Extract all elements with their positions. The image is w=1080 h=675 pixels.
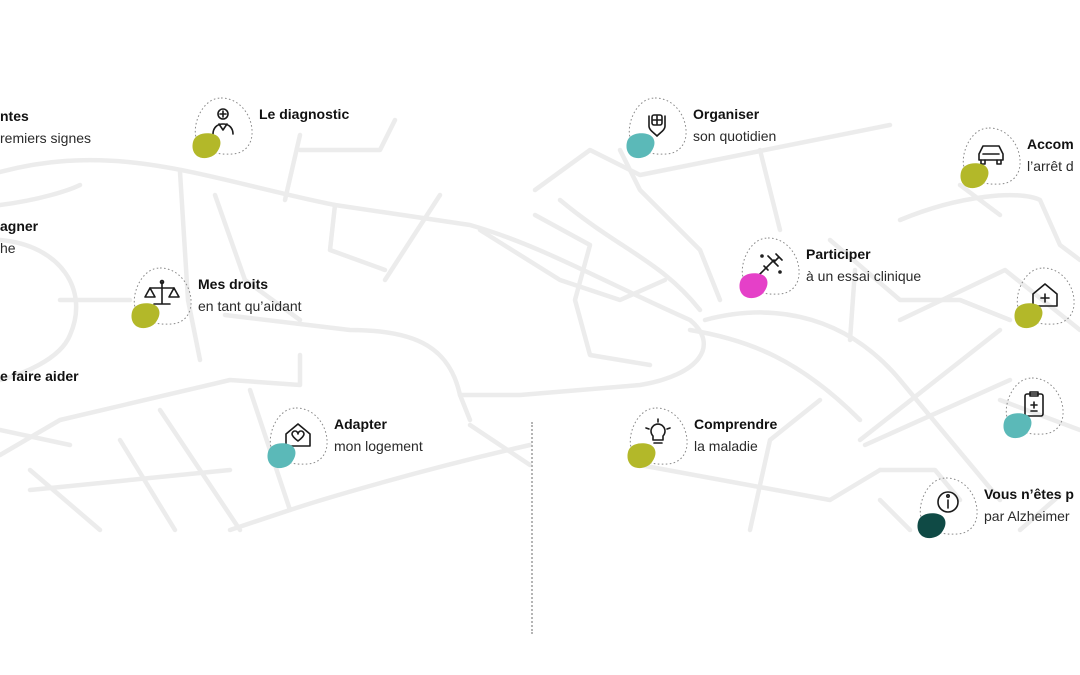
item-label[interactable]: Comprendre la maladie xyxy=(694,415,777,455)
item-not-alzheimer[interactable]: Vous n’êtes p par Alzheimer xyxy=(916,476,1074,539)
syringe-icon xyxy=(759,253,783,275)
item-label[interactable]: ntes remiers signes xyxy=(0,107,91,147)
item-title: Le diagnostic xyxy=(259,106,350,122)
item-title: Vous n’êtes p xyxy=(984,486,1074,502)
item-subtitle: à un essai clinique xyxy=(806,268,922,284)
item-label[interactable]: agner he xyxy=(0,217,38,257)
house-cross-icon xyxy=(1032,283,1058,307)
item-subtitle: l’arrêt d xyxy=(1027,158,1074,174)
item-understand[interactable]: Comprendre la maladie xyxy=(626,406,777,469)
item-subtitle: par Alzheimer xyxy=(984,508,1070,524)
marker[interactable] xyxy=(1002,376,1066,439)
item-title: Organiser xyxy=(693,106,760,122)
item-label[interactable]: Le diagnostic xyxy=(259,105,349,123)
item-trial[interactable]: Participer à un essai clinique xyxy=(738,236,921,299)
item-label[interactable]: Mes droits en tant qu’aidant xyxy=(198,275,302,315)
marker[interactable] xyxy=(266,406,330,469)
marker[interactable] xyxy=(916,476,980,539)
marker[interactable] xyxy=(959,126,1023,189)
car-icon xyxy=(978,145,1004,165)
item-subtitle: en tant qu’aidant xyxy=(198,298,302,314)
info-icon xyxy=(937,491,959,513)
color-blob xyxy=(267,443,296,469)
item-title: ntes xyxy=(0,108,29,124)
item-clipboard[interactable] xyxy=(1002,376,1064,439)
item-title: Adapter xyxy=(334,416,387,432)
item-subtitle: la maladie xyxy=(694,438,758,454)
color-blob xyxy=(1003,413,1032,439)
section-divider xyxy=(531,422,533,634)
item-subtitle: mon logement xyxy=(334,438,423,454)
item-home-medical[interactable] xyxy=(1013,266,1075,329)
marker[interactable] xyxy=(738,236,802,299)
item-title: agner xyxy=(0,218,39,234)
color-blob xyxy=(627,443,656,469)
item-housing[interactable]: Adapter mon logement xyxy=(266,406,423,469)
item-subtitle: son quotidien xyxy=(693,128,777,144)
item-diagnostic[interactable]: Le diagnostic xyxy=(191,96,349,159)
item-subtitle: he xyxy=(0,240,16,256)
color-blob xyxy=(131,303,160,329)
item-title: Accom xyxy=(1027,136,1074,152)
item-daily[interactable]: Organiser son quotidien xyxy=(625,96,776,159)
clipboard-icon xyxy=(1024,391,1044,417)
item-label[interactable]: Organiser son quotidien xyxy=(693,105,776,145)
color-blob xyxy=(626,133,655,159)
care-hands-icon xyxy=(648,114,666,137)
item-label[interactable]: e faire aider xyxy=(0,367,79,385)
marker[interactable] xyxy=(625,96,689,159)
marker[interactable] xyxy=(626,406,690,469)
item-label[interactable]: Vous n’êtes p par Alzheimer xyxy=(984,485,1074,525)
house-heart-icon xyxy=(285,423,311,447)
color-blob xyxy=(1014,303,1043,329)
color-blob xyxy=(960,163,989,189)
scales-icon xyxy=(144,279,180,305)
item-label[interactable]: Participer à un essai clinique xyxy=(806,245,921,285)
marker[interactable] xyxy=(1013,266,1077,329)
item-label[interactable]: Adapter mon logement xyxy=(334,415,423,455)
item-title: Mes droits xyxy=(198,276,269,292)
item-title: e faire aider xyxy=(0,368,79,384)
color-blob xyxy=(917,513,946,539)
item-rights[interactable]: Mes droits en tant qu’aidant xyxy=(130,266,302,329)
item-title: Participer xyxy=(806,246,871,262)
item-title: Comprendre xyxy=(694,416,778,432)
marker[interactable] xyxy=(130,266,194,329)
color-blob xyxy=(192,133,221,159)
item-driving[interactable]: Accom l’arrêt d xyxy=(959,126,1074,189)
doctor-icon xyxy=(212,108,234,135)
marker[interactable] xyxy=(191,96,255,159)
color-blob xyxy=(739,273,768,299)
lightbulb-icon xyxy=(645,418,671,444)
item-label[interactable]: Accom l’arrêt d xyxy=(1027,135,1074,175)
item-subtitle: remiers signes xyxy=(0,130,92,146)
